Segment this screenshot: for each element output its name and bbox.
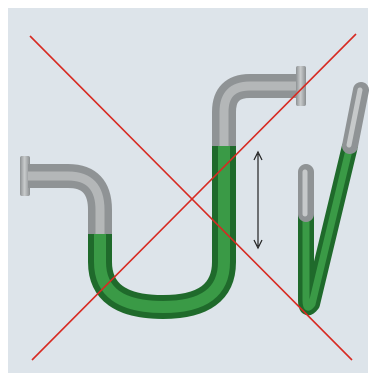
v-tube (298, 82, 369, 315)
j-trap (20, 66, 306, 320)
red-x-mark (29, 33, 357, 361)
inlet-flange (20, 156, 30, 196)
outlet-flange (296, 66, 306, 106)
double-arrow-icon (253, 150, 263, 250)
